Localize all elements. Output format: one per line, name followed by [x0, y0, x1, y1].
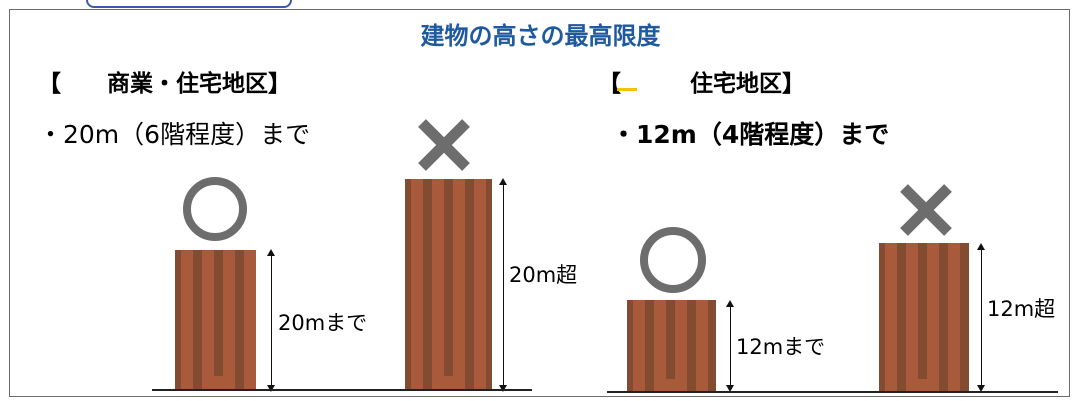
left-limit-text: ・20m（6階程度）まで [38, 120, 311, 149]
ground-line-left [152, 389, 532, 391]
left-heading: 【 商業・住宅地区】 [38, 71, 291, 97]
not-allowed-cross-icon [418, 119, 470, 171]
building-exceed-right [879, 243, 969, 392]
building-exceed-left [405, 179, 492, 390]
building-allowed-right [627, 300, 716, 392]
building-allowed-left [175, 250, 256, 390]
allowed-circle-icon [640, 227, 706, 293]
diagram-frame [9, 9, 1070, 397]
allowed-circle-icon [183, 177, 247, 241]
height-label-exceed-left: 20m超 [509, 263, 578, 287]
height-label-allowed-right: 12mまで [736, 335, 826, 359]
highlight-mark [617, 88, 637, 91]
height-label-allowed-left: 20mまで [278, 311, 368, 335]
not-allowed-cross-icon [900, 184, 952, 236]
height-label-exceed-right: 12m超 [987, 297, 1056, 321]
decorative-tab [86, 0, 292, 8]
diagram-title: 建物の高さの最高限度 [420, 22, 661, 50]
right-limit-text: ・12m（4階程度）まで [611, 120, 890, 149]
right-heading: 【 住宅地区】 [598, 71, 805, 97]
ground-line-right [607, 391, 1058, 393]
